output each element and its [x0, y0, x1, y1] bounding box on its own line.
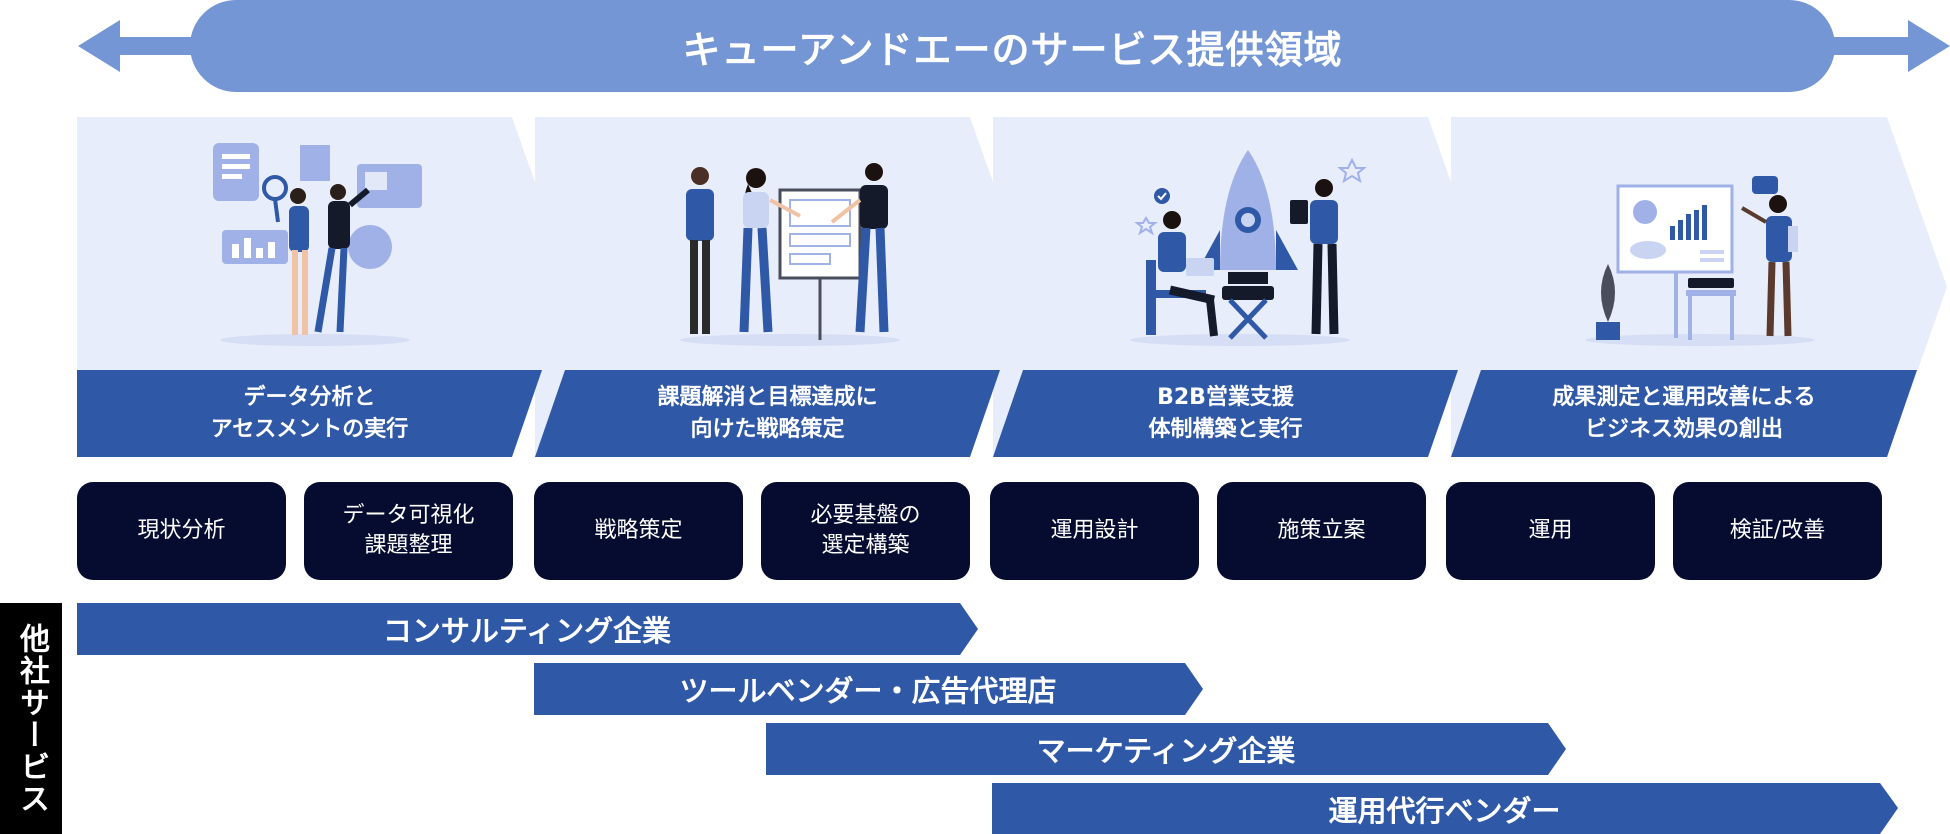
stage-4-band [1451, 370, 1917, 457]
banner-pill [190, 0, 1835, 92]
stage-2-band [535, 370, 1000, 457]
service-box-current-analysis[interactable]: 現状分析 [77, 482, 286, 580]
rocket-launch-illustration [1130, 150, 1367, 346]
service-box-operation-design[interactable]: 運用設計 [990, 482, 1199, 580]
service-label: 運用設計 [1050, 518, 1139, 543]
stage-3-label-line2: 体制構築と実行 [1148, 417, 1303, 442]
service-label: データ可視化 [342, 503, 475, 528]
right-arrowhead-icon [1908, 20, 1950, 72]
left-arrowhead-icon [78, 20, 120, 72]
service-box-strategy[interactable]: 戦略策定 [534, 482, 743, 580]
service-label: 現状分析 [137, 518, 226, 543]
service-box-measure-planning[interactable]: 施策立案 [1217, 482, 1426, 580]
stage-4-label-line2: ビジネス効果の創出 [1584, 417, 1783, 442]
banner-title: キューアンドエーのサービス提供領域 [682, 27, 1343, 72]
service-label: 必要基盤の [810, 503, 921, 528]
service-label: 選定構築 [821, 533, 910, 558]
stage-2-label: 課題解消と目標達成に 向けた戦略策定 [535, 370, 1000, 458]
banner-arrow [78, 0, 1950, 92]
stage-4-label: 成果測定と運用改善による ビジネス効果の創出 [1451, 370, 1917, 458]
stage-1-label-line2: アセスメントの実行 [210, 417, 409, 442]
service-label: 施策立案 [1277, 518, 1366, 543]
strategy-meeting-illustration [680, 163, 900, 346]
stage-3-label: B2B営業支援 体制構築と実行 [993, 370, 1458, 458]
other-services-label: 他社サービス [0, 603, 62, 834]
service-label: 検証/改善 [1729, 518, 1826, 543]
presentation-illustration [1585, 176, 1815, 346]
stage-1-label: データ分析と アセスメントの実行 [77, 370, 542, 458]
service-box-verification[interactable]: 検証/改善 [1673, 482, 1882, 580]
bar-tool-vendor-label: ツールベンダー・広告代理店 [679, 674, 1057, 708]
stage-2-label-line2: 向けた戦略策定 [690, 417, 845, 442]
bar-operation-vendor-label: 運用代行ベンダー [1328, 793, 1561, 828]
service-label: 戦略策定 [594, 518, 683, 543]
stage-3-band [993, 370, 1458, 457]
stage-4-label-line1: 成果測定と運用改善による [1552, 385, 1816, 410]
stage-1-band [77, 370, 542, 457]
bar-consulting-label: コンサルティング企業 [382, 614, 672, 648]
service-box-operation[interactable]: 運用 [1446, 482, 1655, 580]
service-label: 運用 [1528, 518, 1573, 543]
bar-marketing-label: マーケティング企業 [1036, 734, 1296, 768]
stage-2-label-line1: 課題解消と目標達成に [657, 385, 878, 410]
stage-chevrons [77, 117, 1947, 457]
service-label: 課題整理 [364, 533, 453, 558]
service-box-infrastructure[interactable]: 必要基盤の 選定構築 [761, 482, 970, 580]
service-box-data-visualization[interactable]: データ可視化 課題整理 [304, 482, 513, 580]
stage-3-label-line1: B2B営業支援 [1157, 385, 1294, 410]
data-analysis-illustration [213, 143, 422, 346]
stage-1-label-line1: データ分析と [243, 385, 376, 410]
